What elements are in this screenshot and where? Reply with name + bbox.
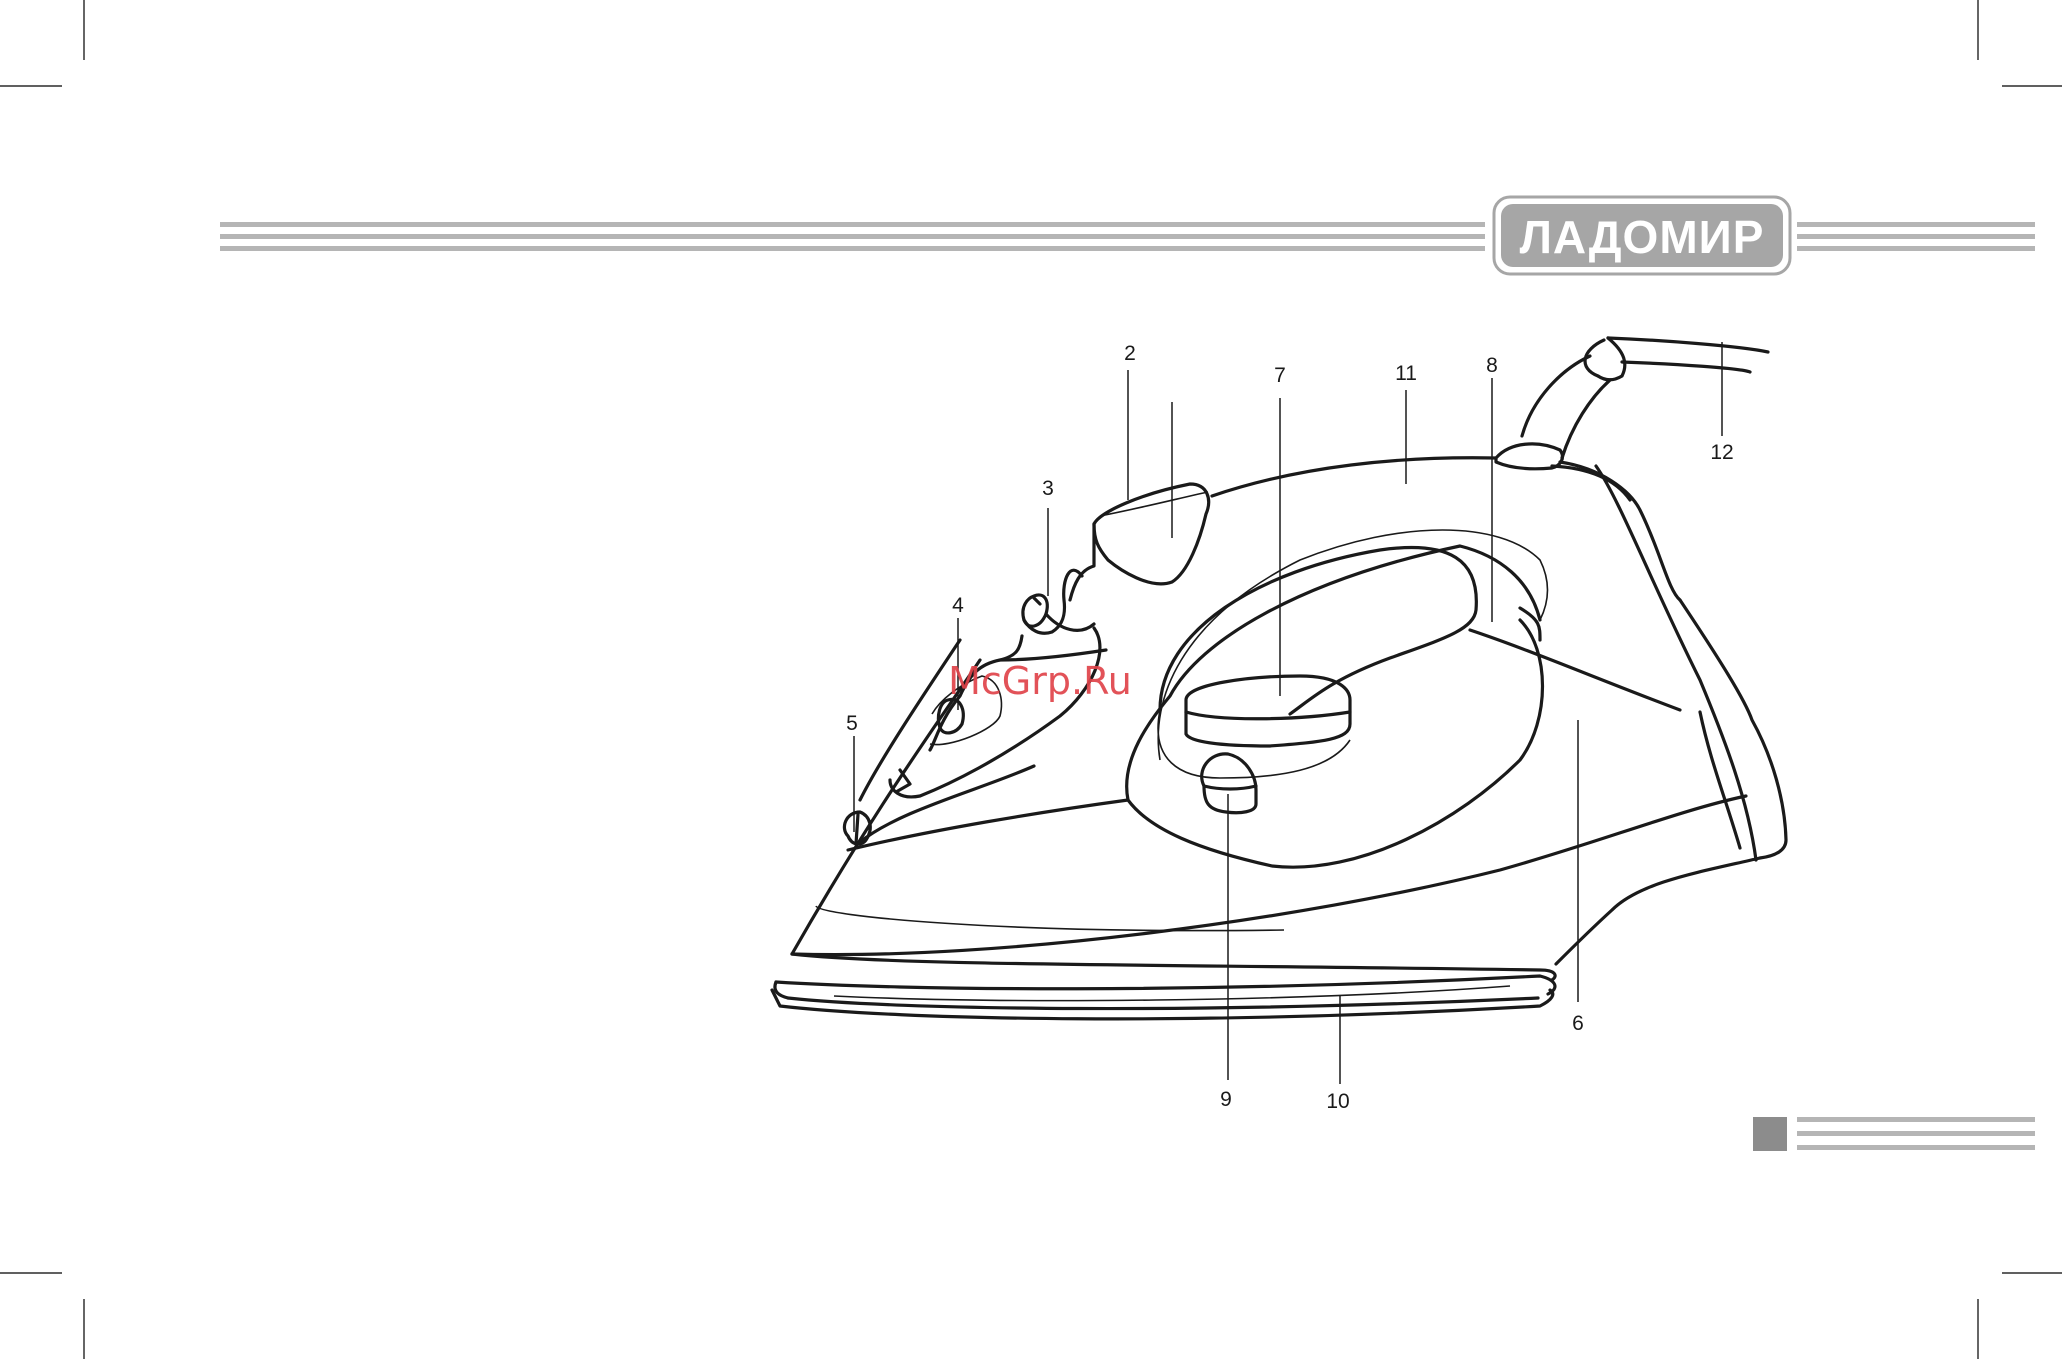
- callout-10: 10: [1326, 1090, 1349, 1113]
- callout-5: 5: [846, 712, 858, 735]
- callout-leaders: [854, 342, 1722, 1084]
- brand-logo-text: ЛАДОМИР: [1520, 211, 1765, 263]
- callout-2: 2: [1124, 342, 1136, 365]
- callout-11: 11: [1395, 362, 1417, 385]
- watermark-text: McGrp.Ru: [948, 659, 1132, 703]
- callout-3: 3: [1042, 477, 1054, 500]
- page-marker: [1753, 1117, 2035, 1151]
- callout-6: 6: [1572, 1012, 1584, 1035]
- callout-4: 4: [952, 594, 964, 617]
- brand-logo: ЛАДОМИР: [1494, 197, 1790, 274]
- callout-7: 7: [1274, 364, 1286, 387]
- callout-12: 12: [1710, 441, 1733, 464]
- iron-illustration: [772, 338, 1786, 1019]
- callout-9: 9: [1220, 1088, 1232, 1111]
- callout-8: 8: [1486, 354, 1498, 377]
